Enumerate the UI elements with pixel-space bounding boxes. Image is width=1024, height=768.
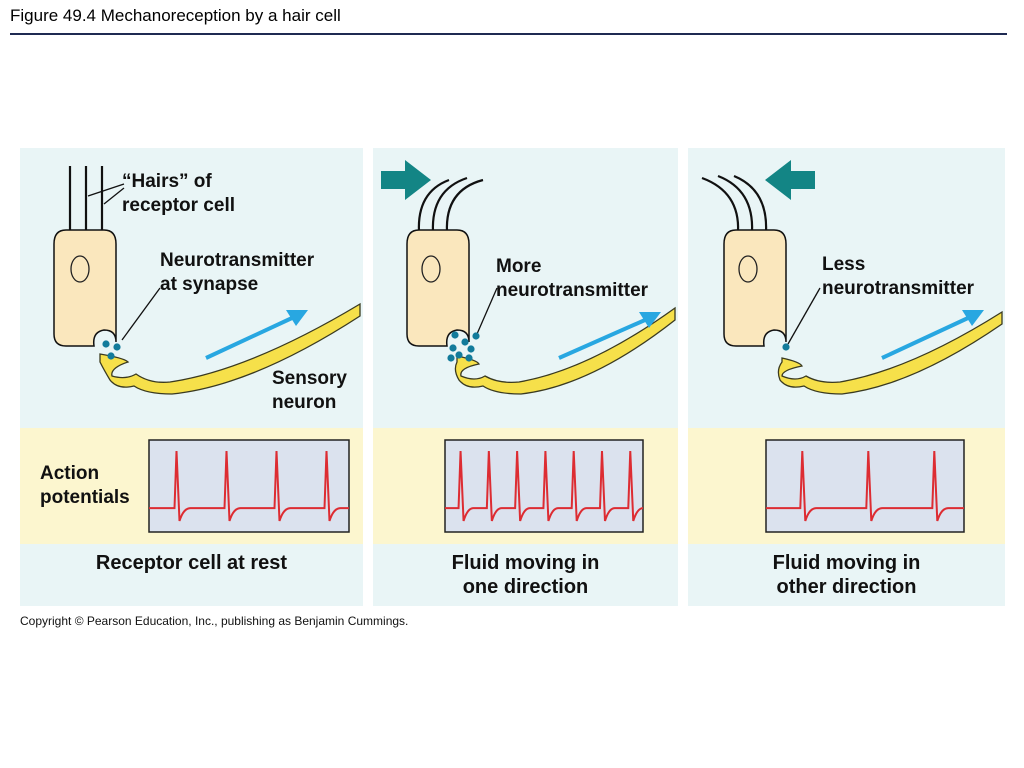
hairs-label-line2: receptor cell [122, 195, 235, 216]
panel-fluid-other-direction: Less neurotransmitter Fluid moving in ot… [688, 148, 1005, 606]
panel-receptor-at-rest: “Hairs” of receptor cell Neurotransmitte… [20, 148, 363, 606]
page-title: Figure 49.4 Mechanoreception by a hair c… [10, 6, 341, 25]
caption-line2: other direction [776, 576, 917, 598]
oscilloscope-icon [148, 439, 350, 533]
action-potentials-label-line1: Action [40, 463, 100, 484]
oscilloscope-icon [444, 439, 644, 533]
sensory-neuron-label-line2: neuron [272, 392, 337, 413]
sensory-neuron-icon [99, 302, 361, 395]
pointer-lines [87, 183, 161, 341]
signal-arrow-icon [558, 312, 661, 360]
signal-arrow-icon [881, 310, 984, 360]
hairs-icon [701, 174, 768, 233]
signal-arrow-icon [205, 310, 308, 360]
neurotransmitter-label-line2: neurotransmitter [822, 278, 975, 299]
hairs-icon [68, 166, 104, 232]
sensory-neuron-icon [777, 310, 1003, 395]
action-potentials-label-line2: potentials [40, 487, 130, 508]
panel-fluid-one-direction: More neurotransmitter Fluid moving in on… [373, 148, 678, 606]
neurotransmitter-label-line2: neurotransmitter [496, 280, 649, 301]
push-arrow-right-icon [381, 160, 431, 200]
vesicles-icon [447, 331, 480, 362]
title-divider [10, 33, 1007, 35]
receptor-cell-icon [53, 229, 117, 347]
push-arrow-left-icon [765, 160, 815, 200]
panel-graphic [688, 148, 1005, 606]
vesicles-icon [102, 340, 121, 360]
caption-line2: one direction [462, 576, 589, 598]
receptor-cell-icon [406, 229, 470, 347]
action-potential-trace [149, 450, 349, 522]
sensory-neuron-icon [454, 306, 676, 395]
neurotransmitter-label-line2: at synapse [160, 274, 259, 295]
copyright-notice: Copyright © Pearson Education, Inc., pub… [20, 614, 409, 628]
hairs-label-line1: “Hairs” of [122, 171, 212, 192]
caption-line1: Fluid moving in [772, 552, 921, 574]
pointer-lines [476, 287, 498, 335]
hairs-icon [417, 176, 484, 233]
neurotransmitter-label-line1: More [496, 256, 542, 277]
sensory-neuron-label-line1: Sensory [272, 368, 347, 389]
neurotransmitter-label-line1: Less [822, 254, 866, 275]
action-potential-trace [445, 450, 644, 522]
pointer-lines [787, 287, 821, 345]
panel-graphic [373, 148, 678, 606]
panel-graphic [20, 148, 363, 606]
caption-line1: Fluid moving in [451, 552, 600, 574]
oscilloscope-icon [765, 439, 965, 533]
receptor-cell-icon [723, 229, 787, 347]
neurotransmitter-label-line1: Neurotransmitter [160, 250, 315, 271]
vesicles-icon [782, 343, 790, 351]
caption-line1: Receptor cell at rest [95, 552, 288, 574]
action-potential-trace [766, 450, 964, 522]
